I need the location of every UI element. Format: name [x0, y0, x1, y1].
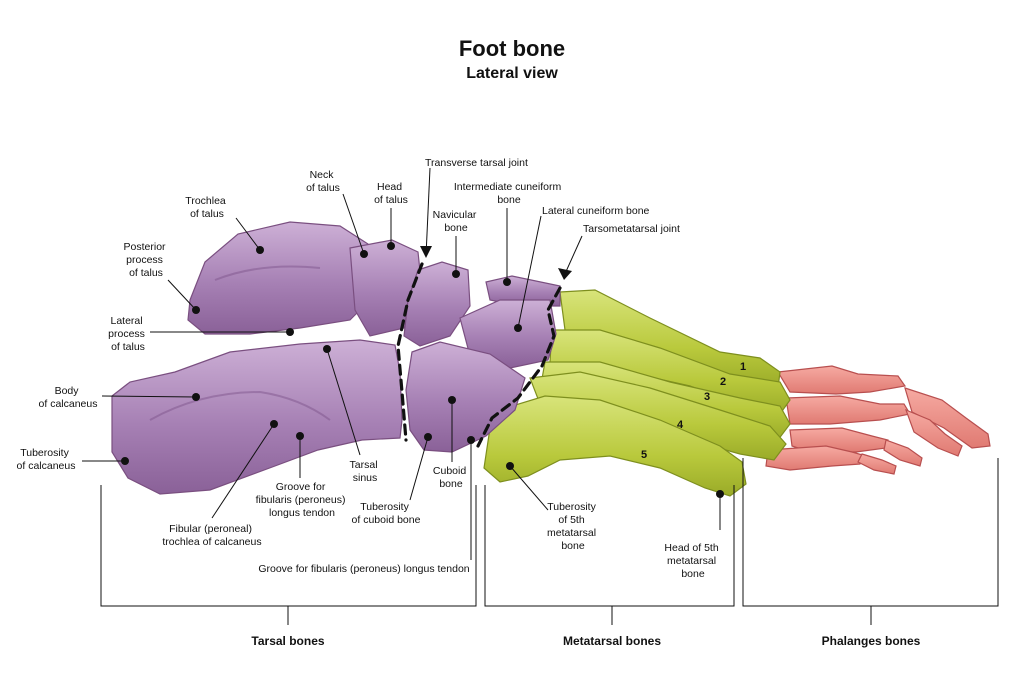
metatarsal-number-5: 5 [641, 449, 647, 461]
label-head-5th-metatarsal: Head of 5th metatarsal bone [664, 542, 721, 580]
leader-lines [82, 167, 724, 560]
page-title: Foot bone [459, 36, 565, 61]
group-label-metatarsal: Metatarsal bones [563, 634, 661, 648]
label-groove-fibularis-upper: Groove for fibularis (peroneus) longus t… [256, 481, 349, 519]
metatarsal-number-3: 3 [704, 391, 710, 403]
label-navicular-bone: Navicular bone [433, 209, 480, 234]
label-fibular-trochlea: Fibular (peroneal) trochlea of calcaneus [162, 523, 261, 548]
metatarsal-number-1: 1 [740, 361, 746, 373]
metatarsal-number-4: 4 [677, 419, 684, 431]
label-tuberosity-of-cuboid: Tuberosity of cuboid bone [352, 501, 421, 526]
label-posterior-process: Posterior process of talus [124, 241, 169, 279]
label-body-of-calcaneus: Body of calcaneus [39, 385, 98, 410]
group-label-phalanges: Phalanges bones [822, 634, 921, 648]
label-tarsometatarsal-joint: Tarsometatarsal joint [583, 223, 680, 235]
group-brackets [100, 458, 999, 625]
label-head-of-talus: Head of talus [374, 181, 408, 206]
label-trochlea-of-talus: Trochlea of talus [185, 195, 228, 220]
label-lateral-process: Lateral process of talus [108, 315, 148, 353]
label-tuberosity-of-calcaneus: Tuberosity of calcaneus [17, 447, 76, 472]
tarsometatarsal-joint-line [476, 286, 562, 448]
label-transverse-tarsal-joint: Transverse tarsal joint [425, 157, 528, 169]
metatarsal-number-2: 2 [720, 376, 726, 388]
metatarsal-bones [483, 289, 791, 497]
label-cuboid-bone: Cuboid bone [433, 465, 469, 490]
label-groove-fibularis-lower: Groove for fibularis (peroneus) longus t… [258, 563, 469, 575]
phalanges-bones [765, 365, 991, 475]
labels: Trochlea of talus Neck of talus Head of … [17, 157, 721, 580]
group-label-tarsal: Tarsal bones [251, 634, 324, 648]
label-intermediate-cuneiform: Intermediate cuneiform bone [454, 181, 564, 206]
label-tarsal-sinus: Tarsal sinus [350, 459, 381, 484]
page-subtitle: Lateral view [466, 65, 558, 82]
label-lateral-cuneiform: Lateral cuneiform bone [542, 205, 650, 217]
tarsal-bones [111, 221, 561, 495]
label-neck-of-talus: Neck of talus [306, 169, 340, 194]
label-tuberosity-5th-metatarsal: Tuberosity of 5th metatarsal bone [547, 501, 599, 552]
